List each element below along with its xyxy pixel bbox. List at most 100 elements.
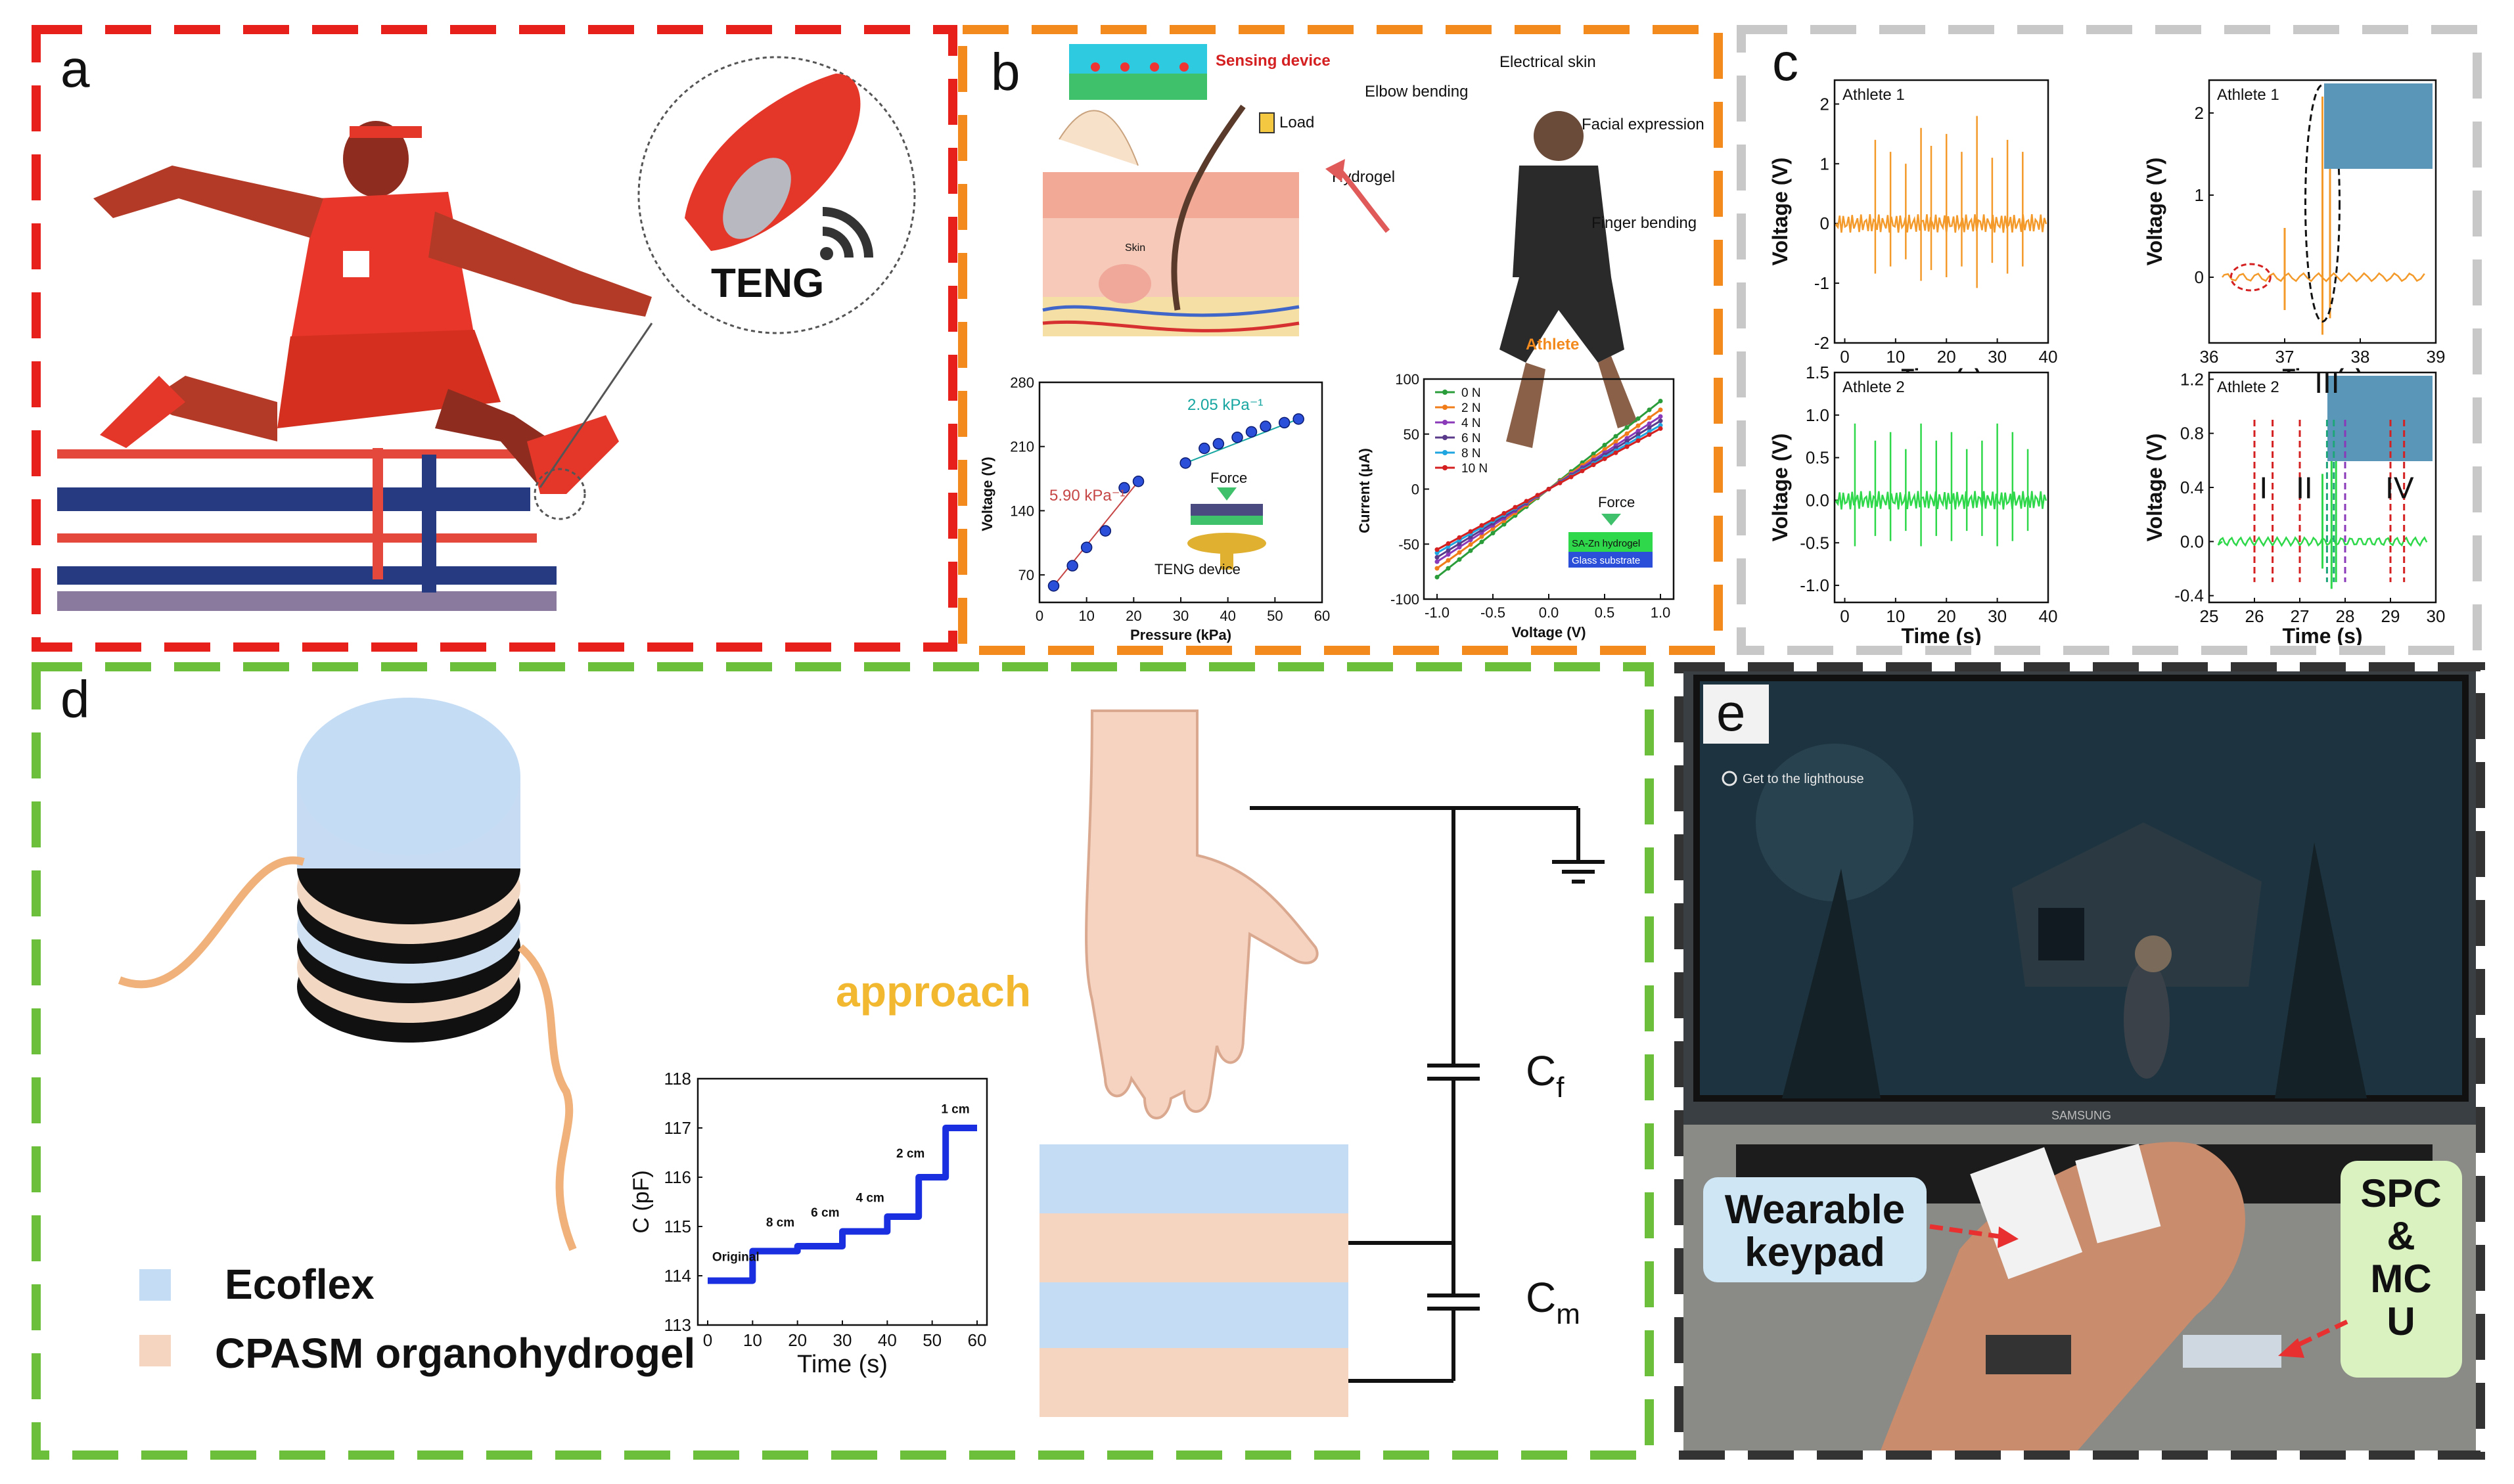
series-marker: [1490, 531, 1496, 535]
circuit-diagram: [1250, 806, 1605, 1383]
hurdles: [57, 448, 557, 611]
series-marker: [1501, 522, 1507, 527]
game-hint: Get to the lighthouse: [1743, 772, 1864, 786]
distance-label: 1 cm: [941, 1103, 969, 1117]
series-marker: [1457, 557, 1462, 562]
series-marker: [1446, 548, 1451, 553]
wearable-line2: keypad: [1745, 1230, 1885, 1275]
highlight-ellipse: [2304, 84, 2341, 323]
data-point: [1245, 426, 1258, 438]
legend-label: 6 N: [1461, 432, 1481, 445]
x-tick-label: 39: [2427, 347, 2446, 367]
legend-marker: [1442, 405, 1448, 410]
data-point: [1047, 580, 1060, 592]
series-marker: [1624, 444, 1630, 449]
data-point: [1066, 560, 1078, 572]
data-point: [1080, 541, 1093, 553]
spc-line1: SPC: [2360, 1171, 2441, 1215]
panel-e-border: [1674, 662, 2485, 1460]
y-tick-label: 115: [664, 1217, 691, 1236]
x-tick-label: -1.0: [1425, 604, 1450, 621]
phase-label: IV: [2385, 470, 2414, 505]
data-point: [1099, 525, 1112, 537]
glass-label: Glass substrate: [1572, 555, 1640, 566]
skin-label: Skin: [1125, 242, 1145, 254]
x-tick-label: 40: [1220, 608, 1235, 624]
elbow-bending-label: Elbow bending: [1365, 83, 1468, 101]
x-tick-label: 25: [2200, 606, 2219, 626]
x-tick-label: 0: [1840, 606, 1849, 626]
shoe-zoom: TENG: [534, 56, 916, 520]
series-marker: [1602, 443, 1607, 447]
sa-zn-label: SA-Zn hydrogel: [1572, 538, 1640, 549]
y-tick-label: 117: [664, 1118, 691, 1138]
series-marker: [1546, 487, 1551, 491]
chart-b2-xlabel: Voltage (V): [1511, 624, 1586, 641]
legend-label: 8 N: [1461, 447, 1481, 461]
data-point: [1199, 442, 1210, 455]
teng-device-label: TENG device: [1154, 561, 1241, 577]
series-marker: [1613, 450, 1618, 455]
signal-trace: [1835, 214, 2047, 233]
data-point: [1118, 482, 1130, 494]
athlete-illustration: [93, 121, 652, 494]
load-label: Load: [1279, 114, 1314, 131]
athlete-photo: Electrical skin Elbow bending Facial exp…: [1325, 53, 1704, 448]
panel-a: a TENG: [57, 39, 916, 611]
panel-c-label: c: [1772, 34, 1798, 91]
series-marker: [1479, 523, 1484, 528]
cpasm-swatch: [139, 1335, 171, 1366]
x-tick-label: 20: [1937, 347, 1956, 367]
x-tick-label: 20: [1126, 608, 1141, 624]
y-axis-label: Voltage (V): [2143, 434, 2166, 542]
series-marker: [1501, 510, 1507, 516]
y-tick-label: -1.0: [1800, 575, 1829, 595]
chart-frame: [1833, 371, 2049, 604]
series-marker: [1468, 542, 1473, 547]
finger-bending-label: Finger bending: [1591, 214, 1697, 232]
series-marker: [1557, 480, 1563, 485]
x-tick-label: 30: [833, 1330, 852, 1350]
series-marker: [1524, 499, 1529, 504]
x-tick-label: 27: [2291, 606, 2310, 626]
y-tick-label: 280: [1010, 374, 1034, 391]
x-tick-label: 30: [1988, 347, 2007, 367]
series-marker: [1479, 534, 1484, 539]
series-marker: [1602, 456, 1607, 461]
chart-b1-ylabel: Voltage (V): [979, 457, 995, 531]
x-tick-label: -0.5: [1480, 604, 1505, 621]
slope1-label: 5.90 kPa⁻¹: [1049, 487, 1125, 505]
spc-line3: MC: [2370, 1257, 2431, 1301]
legend-label: 4 N: [1461, 416, 1481, 430]
chart-b1-xlabel: Pressure (kPa): [1130, 627, 1231, 643]
y-axis-label: C (pF): [629, 1170, 654, 1233]
legend-label: 2 N: [1461, 401, 1481, 415]
distance-label: Original: [712, 1251, 760, 1265]
panel-b-label: b: [991, 43, 1020, 101]
series-marker: [1446, 541, 1451, 546]
series-marker: [1658, 422, 1663, 428]
series-marker: [1580, 468, 1585, 474]
y-tick-label: 0.4: [2180, 478, 2204, 497]
legend-label: 0 N: [1461, 386, 1481, 400]
y-tick-label: 118: [664, 1069, 691, 1089]
monitor-brand: SAMSUNG: [2051, 1109, 2111, 1122]
series-marker: [1624, 431, 1630, 436]
force2-label: Force: [1598, 494, 1635, 510]
series-marker: [1446, 566, 1451, 571]
series-marker: [1446, 558, 1451, 563]
panel-e: Get to the lighthouse SAMSUNG Wearable k…: [1683, 671, 2476, 1450]
series-marker: [1468, 529, 1473, 534]
sensing-device-label: Sensing device: [1216, 52, 1331, 70]
electrical-skin-label: Electrical skin: [1499, 53, 1596, 71]
series-marker: [1468, 548, 1473, 553]
x-tick-label: 10: [743, 1330, 762, 1350]
approach-label: approach: [836, 967, 1031, 1016]
x-tick-label: 38: [2351, 347, 2370, 367]
inset-photo: [2327, 376, 2433, 461]
series-marker: [1434, 559, 1440, 564]
x-tick-label: 30: [1988, 606, 2007, 626]
